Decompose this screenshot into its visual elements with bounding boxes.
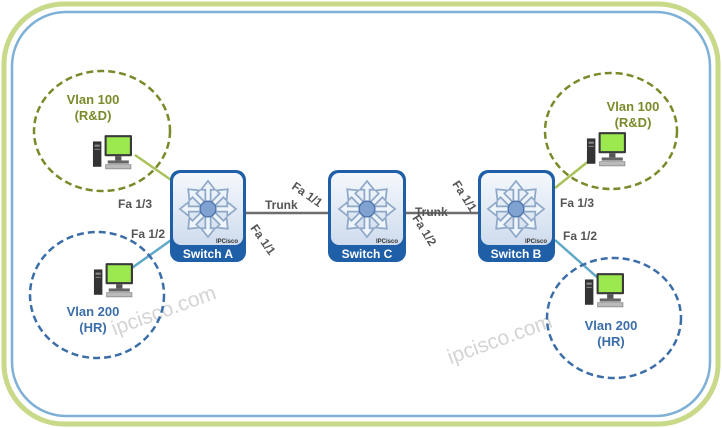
vlan-label-right-top: Vlan 100 <box>607 99 660 114</box>
vlan-label-right-bottom: Vlan 200 <box>585 318 638 333</box>
vlan-dept-left-top: (R&D) <box>75 108 112 123</box>
vlan100-circle-right <box>543 71 679 191</box>
vlan-label-left-bottom: Vlan 200 <box>67 304 120 319</box>
switch-c-brand: IPCisco <box>376 239 398 245</box>
port-b-vlan100: Fa 1/3 <box>560 196 594 210</box>
switch-b-label: Switch B <box>491 247 542 261</box>
switch-a-icon <box>180 181 236 237</box>
inner-frame <box>10 10 712 418</box>
vlan-dept-right-top: (R&D) <box>615 115 652 130</box>
vlan200-circle-right <box>545 256 683 380</box>
switch-a-brand: IPCisco <box>216 239 238 245</box>
switch-a: IPCisco Switch A <box>170 170 246 262</box>
vlan-label-left-top: Vlan 100 <box>67 92 120 107</box>
pc-icon-right-top <box>586 131 627 167</box>
pc-icon-right-bottom <box>584 272 625 308</box>
port-a-vlan200: Fa 1/2 <box>131 227 165 241</box>
vlan-dept-left-bottom: (HR) <box>79 320 106 335</box>
trunk-label-left: Trunk <box>265 198 298 212</box>
switch-a-label: Switch A <box>183 247 234 261</box>
switch-b-brand: IPCisco <box>525 239 547 245</box>
port-a-trunk: Fa 1/1 <box>248 222 279 258</box>
switch-b: IPCisco Switch B <box>478 170 555 262</box>
link-b-vlan200 <box>554 239 599 279</box>
watermark-right: ipcisco.com <box>444 310 555 369</box>
vlan100-circle-left <box>32 69 172 193</box>
vlan-dept-right-bottom: (HR) <box>597 334 624 349</box>
port-b-trunk: Fa 1/1 <box>449 178 479 214</box>
vlan200-circle-left <box>28 230 166 360</box>
pc-icon-left-top <box>92 134 133 170</box>
switch-c-icon <box>339 181 395 237</box>
switch-b-icon <box>488 181 544 237</box>
port-a-vlan100: Fa 1/3 <box>118 197 152 211</box>
link-b-vlan100 <box>554 159 591 189</box>
link-a-vlan100 <box>134 153 175 184</box>
switch-c: IPCisco Switch C <box>328 170 406 262</box>
trunk-label-right: Trunk <box>415 205 448 219</box>
pc-icon-left-bottom <box>93 262 134 298</box>
port-b-vlan200: Fa 1/2 <box>563 229 597 243</box>
switch-c-label: Switch C <box>342 247 393 261</box>
